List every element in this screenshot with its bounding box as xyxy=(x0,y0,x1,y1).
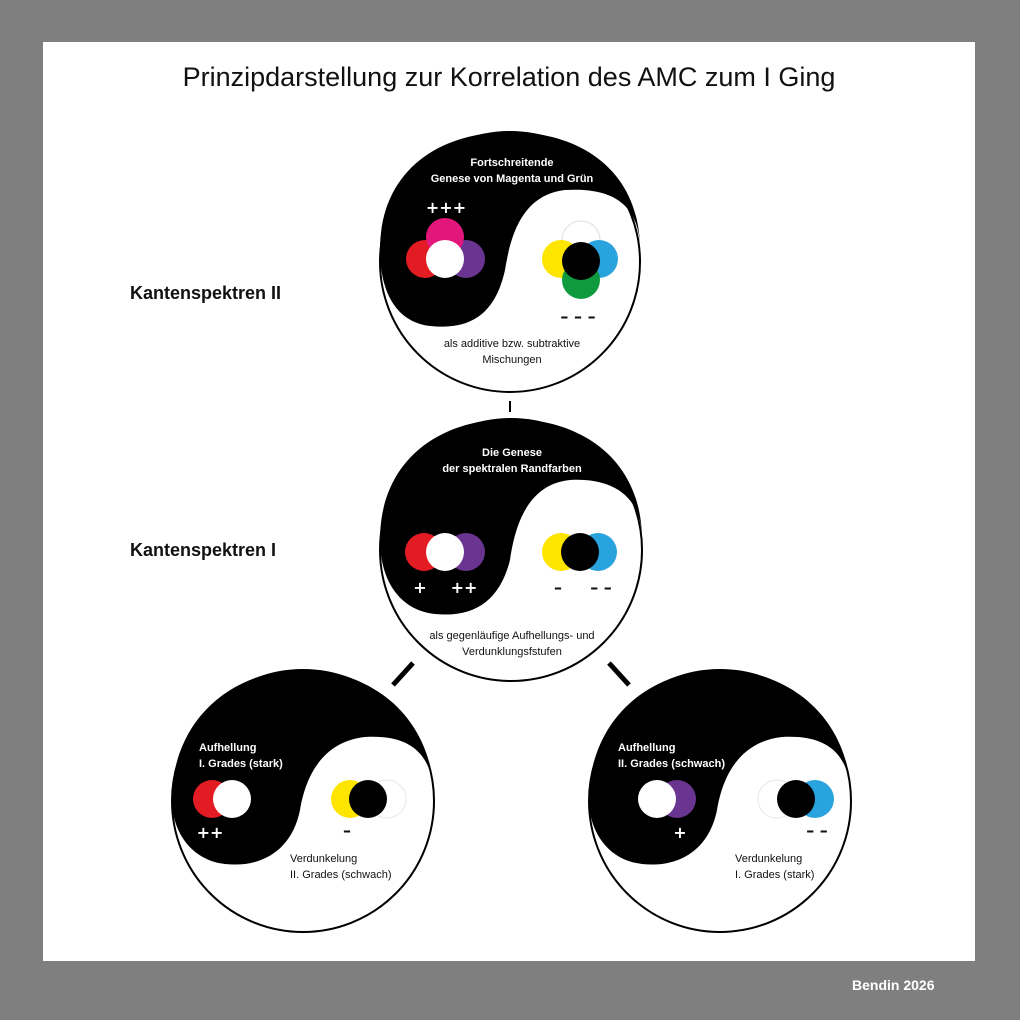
bl-white-line2: II. Grades (schwach) xyxy=(290,869,391,881)
diagram-title: Prinzipdarstellung zur Korrelation des A… xyxy=(182,62,836,92)
br-minus-sign: – – xyxy=(806,821,828,840)
top-title-line1: Fortschreitende xyxy=(470,157,553,169)
middle-plus-left: + xyxy=(413,578,426,597)
br-plus-sign: + xyxy=(673,823,686,842)
row-label-level2: Kantenspektren II xyxy=(130,283,282,303)
bl-white-line1: Verdunkelung xyxy=(290,853,357,865)
top-plus-sign: +++ xyxy=(426,198,466,217)
white-circle xyxy=(426,240,464,278)
br-white-line1: Verdunkelung xyxy=(735,853,802,865)
bl-minus-sign: – xyxy=(343,821,351,840)
br-white-line2: I. Grades (stark) xyxy=(735,869,814,881)
middle-light-sequence xyxy=(405,533,485,571)
middle-title-line1: Die Genese xyxy=(482,447,542,459)
middle-dark-sequence xyxy=(542,533,617,571)
middle-caption-line1: als gegenläufige Aufhellungs- und xyxy=(429,630,594,642)
top-title-line2: Genese von Magenta und Grün xyxy=(431,173,594,185)
credit: Bendin 2026 xyxy=(852,977,935,993)
br-black-line1: Aufhellung xyxy=(618,742,675,754)
black-circle xyxy=(349,780,387,818)
bl-plus-sign: ++ xyxy=(197,823,224,842)
top-caption-line1: als additive bzw. subtraktive xyxy=(444,338,580,350)
top-additive-mixing xyxy=(406,218,485,278)
top-subtractive-mixing xyxy=(542,220,618,299)
connector-middle-right xyxy=(607,661,631,687)
middle-caption-line2: Verdunklungsfstufen xyxy=(462,646,562,658)
white-circle xyxy=(213,780,251,818)
black-circle xyxy=(562,242,600,280)
br-black-line2: II. Grades (schwach) xyxy=(618,758,725,770)
white-circle xyxy=(638,780,676,818)
bl-darkening-pair xyxy=(331,779,407,819)
middle-minus-left: – xyxy=(554,578,562,597)
white-circle xyxy=(426,533,464,571)
br-lightening-pair xyxy=(638,780,696,818)
bl-black-line2: I. Grades (stark) xyxy=(199,758,283,770)
middle-title-line2: der spektralen Randfarben xyxy=(442,463,582,475)
black-circle xyxy=(777,780,815,818)
row-label-level1: Kantenspektren I xyxy=(130,540,277,560)
bl-lightening-pair xyxy=(193,780,251,818)
bl-black-line1: Aufhellung xyxy=(199,742,256,754)
connector-middle-left xyxy=(391,661,415,687)
top-minus-sign: – – – xyxy=(560,307,595,326)
middle-plus-right: ++ xyxy=(451,578,478,597)
black-circle xyxy=(561,533,599,571)
middle-minus-right: – – xyxy=(590,578,612,597)
br-darkening-pair xyxy=(757,779,834,819)
top-caption-line2: Mischungen xyxy=(482,354,541,366)
